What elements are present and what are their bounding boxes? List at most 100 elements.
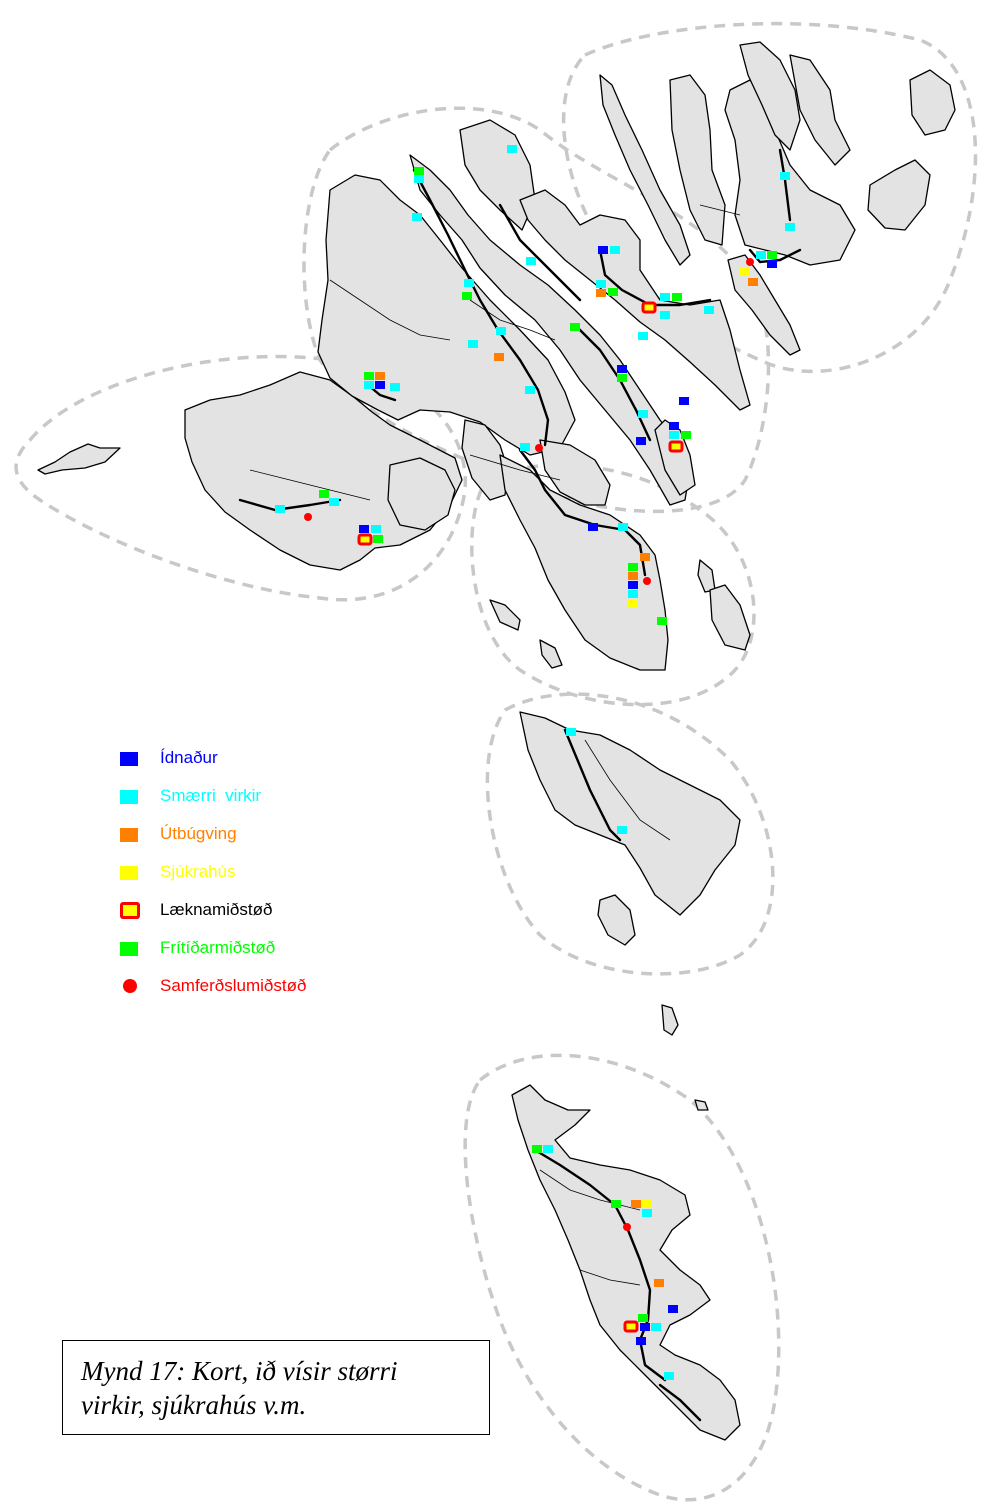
legend-label-transport: Samferðslumiðstøð [160,976,307,995]
marker-outfield [628,572,638,580]
road-line [563,728,622,842]
map-markers [275,145,795,1380]
island-small-1 [489,599,521,631]
marker-industry [359,525,369,533]
marker-transport [643,577,651,585]
marker-leisure [657,617,667,625]
marker-small-works [414,175,424,183]
marker-small-works [526,257,536,265]
marker-leisure [628,563,638,571]
marker-clinic [641,301,657,314]
island-dimun [709,584,751,651]
road-line [658,1383,702,1422]
marker-industry [628,581,638,589]
island-vidoy-north [789,54,851,166]
marker-transport [746,258,754,266]
marker-leisure [608,288,618,296]
marker-outfield [494,353,504,361]
marker-leisure [373,535,383,543]
border-line [249,469,371,501]
caption-line-1: Mynd 17: Kort, ið vísir størri [81,1356,398,1386]
marker-hospital [740,268,750,276]
island-small-3 [661,1004,679,1036]
island-kunoy [669,74,726,246]
marker-industry [767,260,777,268]
marker-clinic [623,1320,639,1333]
marker-industry [375,381,385,389]
figure-caption: Mynd 17: Kort, ið vísir størri virkir, s… [62,1340,490,1435]
marker-small-works [651,1323,661,1331]
legend-label-hospital: Sjúkrahús [160,862,236,881]
legend-item-industry: Ídnaður [120,742,420,780]
legend-item-clinic: Læknamiðstøð [120,894,420,932]
caption-line-2: virkir, sjúkrahús v.m. [81,1390,307,1420]
island-eysturoy-east [519,189,751,411]
marker-transport [623,1223,631,1231]
islands [37,41,956,1441]
marker-leisure [638,1314,648,1322]
marker-leisure [414,167,424,175]
marker-small-works [412,213,422,221]
marker-small-works [660,293,670,301]
marker-small-works [464,279,474,287]
legend-item-small-works: Smærri virkir [120,780,420,818]
marker-small-works [390,383,400,391]
marker-industry [669,422,679,430]
legend-item-leisure: Frítíðarmiðstøð [120,932,420,970]
island-nolsoy [654,419,696,496]
marker-clinic [357,533,373,546]
marker-small-works [669,431,679,439]
marker-small-works [780,172,790,180]
marker-small-works [664,1372,674,1380]
marker-small-works [596,280,606,288]
marker-leisure [462,292,472,300]
island-suduroy [511,1084,741,1441]
legend-label-industry: Ídnaður [160,748,218,767]
island-fugloy [909,69,956,136]
legend-item-transport: Samferðslumiðstøð [120,970,420,1008]
island-bordoy-south [727,254,801,356]
road-line [238,498,342,512]
marker-small-works [371,525,381,533]
marker-outfield [375,372,385,380]
legend-swatch-transport [123,979,137,993]
border-line [699,204,741,216]
road-line [518,448,647,577]
region-outlines [14,21,978,1502]
region-outline-suduroy-north [485,692,775,976]
marker-leisure [532,1145,542,1153]
road-line [498,203,582,302]
marker-small-works [618,523,628,531]
legend-swatch-outfield [120,828,138,842]
marker-small-works [275,505,285,513]
region-outline-northern-isles [561,21,978,374]
region-outline-suduroy [463,1053,781,1502]
marker-small-works [704,306,714,314]
marker-small-works [638,410,648,418]
map-legend: Ídnaður Smærri virkir Útbúgving Sjúkrahú… [120,742,420,1008]
marker-hospital [628,599,638,607]
marker-small-works [785,223,795,231]
marker-small-works [496,327,506,335]
marker-leisure [681,431,691,439]
road-line [533,1148,630,1232]
marker-outfield [748,278,758,286]
marker-small-works [617,826,627,834]
border-line [469,454,561,481]
marker-industry [636,1337,646,1345]
legend-swatch-hospital [120,866,138,880]
marker-small-works [628,590,638,598]
marker-industry [679,397,689,405]
marker-leisure [570,323,580,331]
marker-transport [304,513,312,521]
road-line [598,248,712,307]
legend-label-outfield: Útbúgving [160,824,237,843]
marker-industry [636,437,646,445]
marker-clinic [668,440,684,453]
marker-industry [668,1305,678,1313]
marker-small-works [468,340,478,348]
legend-swatch-industry [120,752,138,766]
marker-hospital [642,1200,652,1208]
island-suduroy-north [519,711,741,916]
